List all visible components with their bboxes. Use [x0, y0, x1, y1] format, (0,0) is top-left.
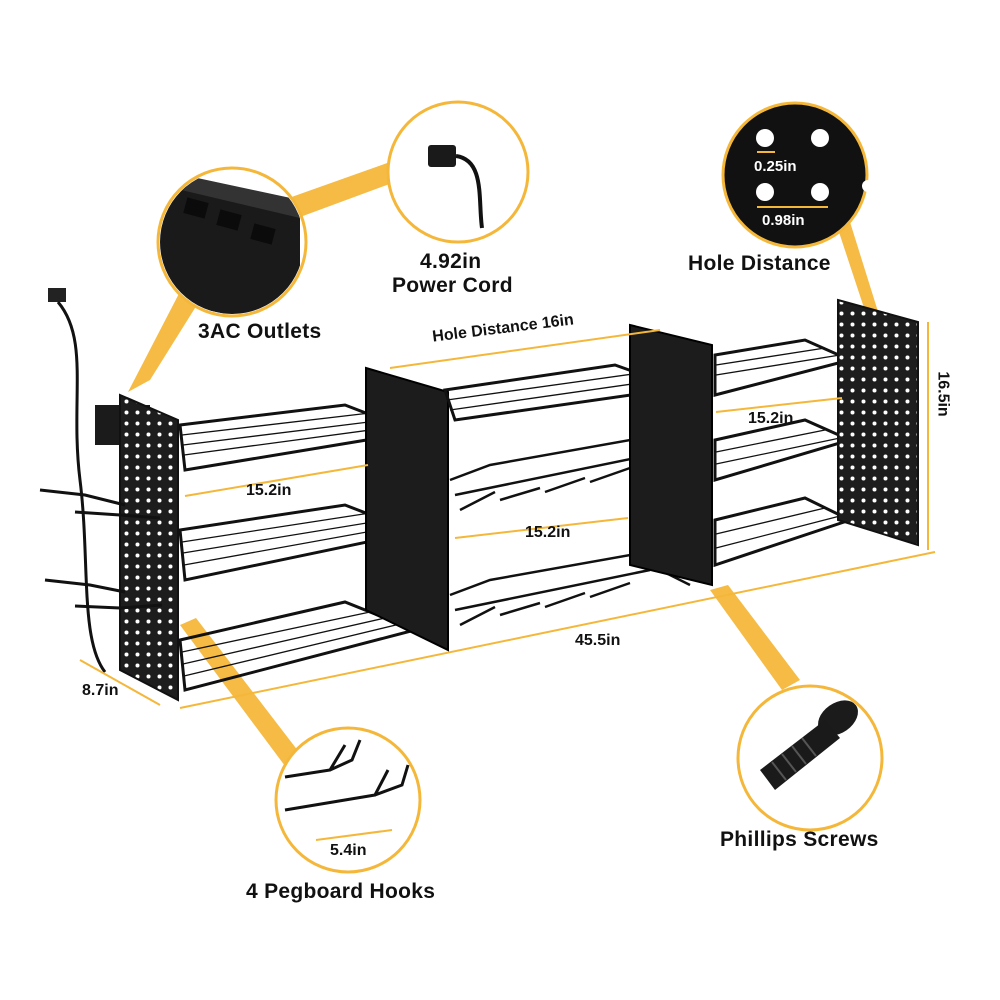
divider-panel-left — [365, 366, 449, 652]
hole-spacing-label: 0.98in — [762, 212, 805, 229]
peg-hole — [811, 129, 829, 147]
shelf-width-middle-label: 15.2in — [525, 524, 571, 541]
beam-hole — [835, 220, 880, 320]
outlets-label: 3AC Outlets — [198, 320, 322, 343]
hole-distance-title: Hole Distance — [688, 252, 831, 275]
beam-screws — [710, 585, 800, 690]
hooks-label: 4 Pegboard Hooks — [246, 880, 436, 903]
cord-title-label: Power Cord — [392, 274, 513, 297]
depth-label: 8.7in — [82, 682, 119, 699]
hole-distance-callout — [721, 101, 874, 249]
peg-hole — [862, 180, 874, 192]
divider-panel-right — [629, 323, 713, 587]
height-label: 16.5in — [934, 371, 952, 417]
cord-callout — [386, 100, 530, 244]
dimension-lines — [79, 322, 936, 709]
peg-hole — [756, 183, 774, 201]
peg-hole — [811, 183, 829, 201]
hooks-callout — [274, 726, 422, 874]
cord-length-label: 4.92in — [420, 250, 482, 273]
right-pegboard — [837, 298, 919, 547]
beam-hooks — [180, 618, 305, 770]
left-pegboard — [39, 393, 179, 702]
outlets-callout — [156, 166, 308, 318]
beam-outlets — [128, 282, 200, 392]
hole-diameter-label: 0.25in — [754, 158, 797, 175]
peg-hole — [756, 129, 774, 147]
screws-callout — [736, 684, 884, 832]
right-shelves — [713, 338, 855, 568]
shelf-width-right-label: 15.2in — [748, 410, 794, 427]
total-length-label: 45.5in — [575, 632, 621, 649]
hook-length-label: 5.4in — [330, 842, 367, 859]
screws-label: Phillips Screws — [720, 828, 879, 851]
shelf-width-left-label: 15.2in — [246, 482, 292, 499]
